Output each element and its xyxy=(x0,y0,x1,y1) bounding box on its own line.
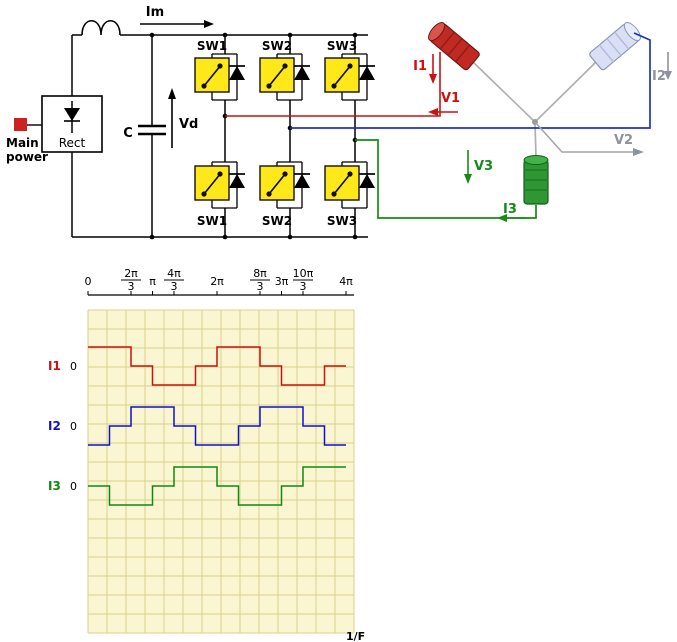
inverter-legs xyxy=(224,35,356,237)
sw1-bottom-label: SW1 xyxy=(197,214,227,228)
motor-winding-blue xyxy=(589,22,641,71)
sw2-top-label: SW2 xyxy=(262,39,292,53)
vd-label: Vd xyxy=(179,117,198,132)
x-tick-label-denominator: 3 xyxy=(128,280,135,293)
i3-label: I3 xyxy=(503,202,517,217)
x-tick-label: 0 xyxy=(85,275,92,288)
switch-module-top-1 xyxy=(194,53,246,101)
rect-label: Rect xyxy=(59,136,86,150)
waveform-I3: I3 0 xyxy=(48,466,346,506)
sw3-top-label: SW3 xyxy=(327,39,357,53)
waveform-I2: I2 0 xyxy=(48,406,346,446)
series-zero-label: 0 xyxy=(70,360,77,373)
x-tick-label: 2π xyxy=(210,275,224,288)
switch-module-top-2 xyxy=(259,53,311,101)
up-arrow-icon xyxy=(168,88,176,99)
im-label: Im xyxy=(146,5,164,20)
series-label: I2 xyxy=(48,419,61,433)
series-label: I1 xyxy=(48,359,61,373)
x-tick-label: 2π xyxy=(124,268,138,280)
switch-module-top-3 xyxy=(324,53,376,101)
switch-labels: SW1 SW2 SW3 SW1 SW2 SW3 xyxy=(197,39,357,228)
v2-arrow-icon xyxy=(633,148,644,156)
motor-star-wires xyxy=(472,61,597,159)
dc-link-capacitor: C Vd xyxy=(123,35,198,237)
v1-arrow-icon xyxy=(428,108,438,116)
inverter-motor-circuit: Im Main power Rect C Vd xyxy=(6,5,672,240)
im-current-arrow: Im xyxy=(140,5,214,28)
switch-module-bottom-1 xyxy=(194,161,246,209)
series-label: I3 xyxy=(48,479,61,493)
series-zero-label: 0 xyxy=(70,480,77,493)
chart-grid xyxy=(87,309,355,634)
waveform-I1: I1 0 xyxy=(48,346,346,386)
x-tick-label: 8π xyxy=(253,268,267,280)
diode-icon xyxy=(64,108,80,121)
x-tick-label-denominator: 3 xyxy=(170,280,177,293)
x-tick-label-denominator: 3 xyxy=(257,280,264,293)
sw2-bottom-label: SW2 xyxy=(262,214,292,228)
v3-label: V3 xyxy=(474,159,493,174)
x-tick-label: 3π xyxy=(275,275,289,288)
junction-nodes xyxy=(149,32,358,240)
x-tick-label: 10π xyxy=(293,268,314,280)
i1-label: I1 xyxy=(413,59,427,74)
i2-arrow-icon xyxy=(664,71,672,80)
phase1-wiring: I1 V1 xyxy=(225,52,460,117)
main-power-icon xyxy=(14,118,27,131)
i1-arrow-icon xyxy=(429,74,437,84)
right-arrow-icon xyxy=(204,20,214,28)
motor-winding-green xyxy=(523,155,549,205)
v1-label: V1 xyxy=(441,91,460,106)
i2-label: I2 xyxy=(652,69,666,84)
sw1-top-label: SW1 xyxy=(197,39,227,53)
x-tick-label: π xyxy=(149,275,156,288)
x-axis-unit-label: 1/F xyxy=(346,630,365,642)
switch-module-bottom-3 xyxy=(324,161,376,209)
x-tick-label-denominator: 3 xyxy=(299,280,306,293)
sw3-bottom-label: SW3 xyxy=(327,214,357,228)
motor-winding-red xyxy=(428,22,480,71)
x-tick-label: 4π xyxy=(167,268,181,280)
rectifier-block: Main power Rect xyxy=(6,95,103,164)
switch-module-bottom-2 xyxy=(259,161,311,209)
capacitor-label: C xyxy=(123,126,133,141)
dc-bus xyxy=(71,19,368,238)
v2-label: V2 xyxy=(614,133,633,148)
main-power-label: Main xyxy=(6,136,39,150)
phase3-wiring: V3 I3 xyxy=(355,139,537,222)
series-zero-label: 0 xyxy=(70,420,77,433)
phase2-wiring: I2 V2 xyxy=(290,32,672,156)
main-power-label2: power xyxy=(6,150,48,164)
inductor xyxy=(81,19,121,36)
v3-arrow-icon xyxy=(464,174,472,184)
x-tick-label: 4π xyxy=(339,275,353,288)
i3-arrow-icon xyxy=(497,214,507,222)
